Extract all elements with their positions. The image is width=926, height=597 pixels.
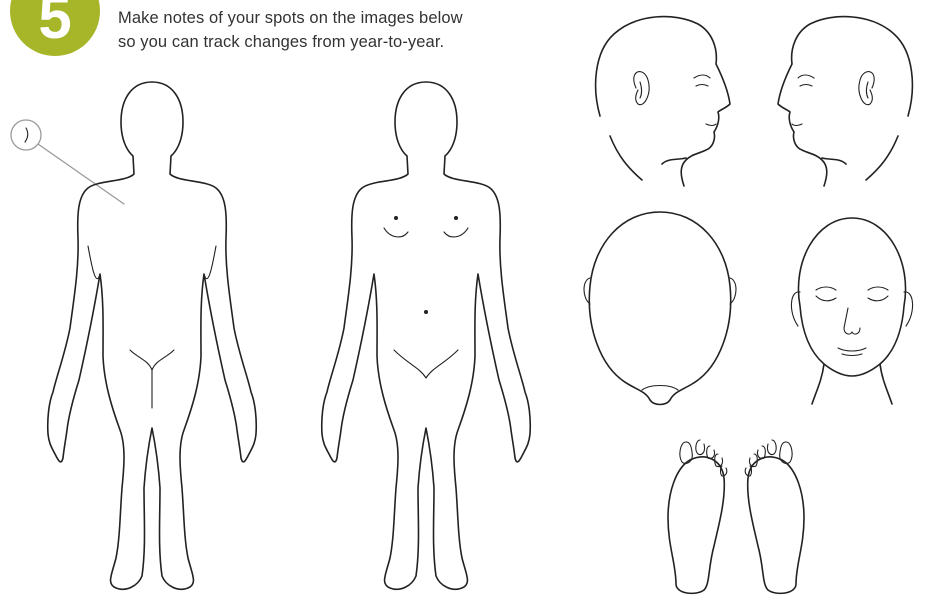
head-top-view[interactable] (580, 208, 740, 408)
step-number-badge: 5 (10, 0, 100, 56)
feet-soles[interactable] (656, 434, 816, 596)
body-front-figure[interactable] (272, 78, 562, 597)
instructions-line-2: so you can track changes from year-to-ye… (118, 30, 568, 54)
head-left-profile[interactable] (770, 8, 920, 188)
step-number: 5 (38, 0, 71, 48)
body-back-figure[interactable] (0, 78, 280, 597)
spot-callout-marker (11, 120, 124, 204)
head-right-profile[interactable] (588, 8, 738, 188)
instructions-text: Make notes of your spots on the images b… (118, 6, 568, 54)
face-front-view[interactable] (772, 212, 926, 412)
instructions-line-1: Make notes of your spots on the images b… (118, 6, 568, 30)
